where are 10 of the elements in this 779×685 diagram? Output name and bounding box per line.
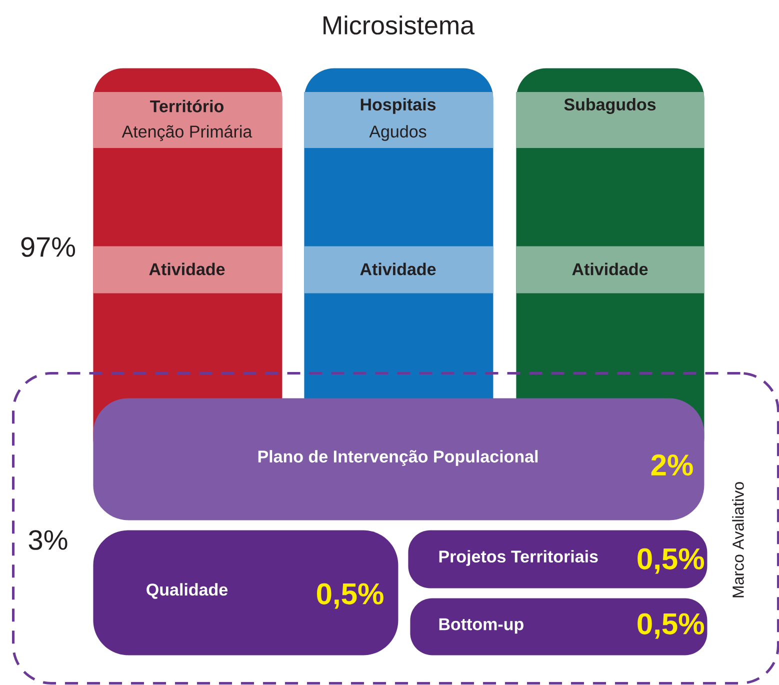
activity-band: Atividade [516, 246, 704, 294]
activity-band: Atividade [304, 246, 494, 294]
percentage-label: 3% [28, 530, 68, 550]
rounded-box: Plano de Intervenção Populacional 2% [93, 398, 704, 520]
rounded-box: Qualidade 0,5% [93, 530, 398, 656]
title: Microsistema [324, 15, 475, 35]
rounded-box: Bottom-up 0,5% [410, 598, 708, 656]
percentage-label: 97% [21, 237, 76, 257]
activity-band: Atividade [93, 246, 282, 294]
rounded-box: Projetos Territoriais 0,5% [408, 530, 708, 588]
